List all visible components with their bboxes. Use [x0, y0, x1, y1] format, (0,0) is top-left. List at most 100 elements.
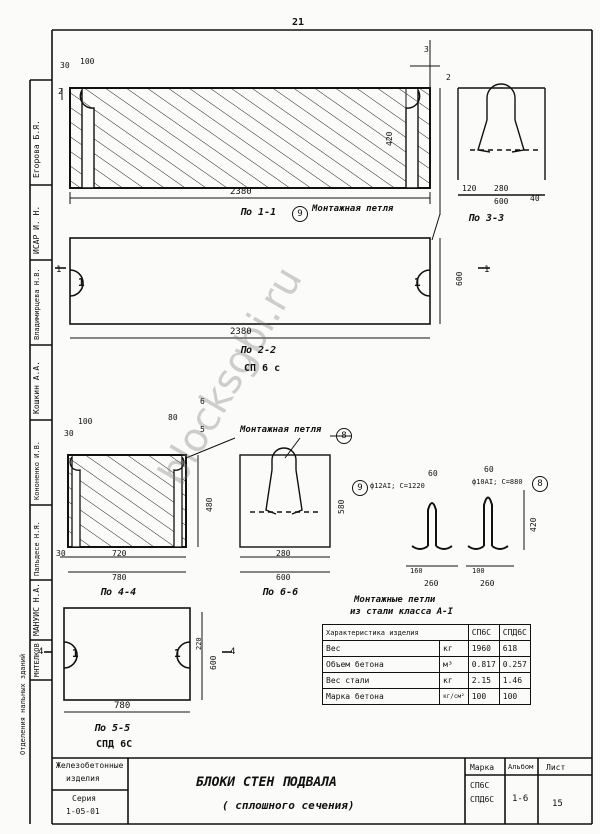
strip-name-9: Отделения нальных зданий — [19, 653, 27, 755]
spec-row-unit: м³ — [439, 656, 469, 673]
dim-280: 280 — [494, 184, 509, 193]
dim-780b: 780 — [114, 701, 131, 711]
series-label: Серия — [72, 794, 97, 803]
spec-row-v2: 0.257 — [498, 656, 531, 673]
dim-100c: 100 — [78, 417, 93, 426]
dim-30: 30 — [60, 61, 70, 70]
cut-mark-2b: 2 — [446, 73, 451, 82]
spec-row: Марка бетона кг/см² 100 100 — [322, 688, 531, 705]
org-line-1: Железобетонные — [56, 761, 124, 770]
dim-160: 160 — [410, 567, 423, 575]
spec-row: Объем бетона м³ 0.817 0.257 — [322, 656, 531, 673]
drawing-title: БЛОКИ СТЕН ПОДВАЛА — [196, 775, 337, 790]
cut-mark-1-right: 1 — [484, 265, 490, 275]
dim-600d: 600 — [209, 655, 218, 670]
strip-name-5: Кононенко И.В. — [33, 440, 41, 500]
spec-row-unit: кг — [439, 640, 469, 657]
block-number-55-left: 1 — [72, 647, 79, 660]
spec-row-unit: кг — [439, 672, 469, 689]
dim-720: 720 — [112, 549, 127, 558]
loop-ref-9b: 9 — [352, 480, 368, 496]
spec-row-name: Вес — [322, 640, 440, 657]
mark-spds: СПД 6С — [96, 739, 133, 750]
dim-120: 120 — [462, 184, 477, 193]
spec-row-v2: 1.46 — [498, 672, 531, 689]
org-line-2: изделия — [66, 774, 100, 783]
album-header: Альбом — [508, 763, 534, 771]
cut-mark-2: 2 — [58, 87, 63, 96]
spec-header-name: Характеристика изделия — [322, 624, 469, 641]
dim-420: 420 — [385, 131, 394, 146]
loops-caption-1: Монтажные петли — [354, 595, 436, 605]
dim-60: 60 — [428, 469, 438, 478]
series-value: 1-05-01 — [66, 807, 100, 816]
spec-row-v2: 100 — [498, 688, 531, 705]
section-label-5-5: По 5-5 — [94, 723, 131, 734]
mark-1: СП6С — [470, 781, 490, 790]
dim-60b: 60 — [484, 465, 494, 474]
album-value: 1-6 — [512, 794, 529, 804]
spec-header-row: Характеристика изделия СП6С СПД6С — [322, 624, 531, 641]
loop-ref-8: 8 — [336, 428, 352, 444]
cut-mark-3: 3 — [424, 45, 429, 54]
dim-280b: 280 — [276, 549, 291, 558]
page-number: 21 — [292, 17, 305, 28]
block-number-left: 1 — [78, 276, 85, 289]
cut-mark-6: 6 — [200, 397, 205, 406]
spec-row: Вес кг 1960 618 — [322, 640, 531, 657]
dim-580: 580 — [337, 499, 346, 514]
spec-header-col1: СП6С — [467, 624, 500, 641]
spec-row-v1: 1960 — [467, 640, 500, 657]
strip-name-6: Пальдесе Н.Я. — [33, 521, 41, 576]
strip-name-3: Владимирцева Н.В. — [33, 268, 41, 340]
dim-600c: 600 — [276, 573, 291, 582]
strip-name-4: Кошкин А.А. — [32, 361, 41, 414]
block-number-55-right: 1 — [174, 647, 181, 660]
section-label-4-4: По 4-4 — [100, 587, 137, 598]
spec-row-v1: 0.817 — [467, 656, 500, 673]
spec-row-name: Вес стали — [322, 672, 440, 689]
dim-2380b: 2380 — [230, 327, 252, 337]
dim-600b: 600 — [455, 271, 464, 286]
spec-row-name: Марка бетона — [322, 688, 440, 705]
spec-row: Вес стали кг 2.15 1.46 — [322, 672, 531, 689]
loop9-spec: ф12АI; С=1220 — [370, 482, 425, 490]
mark-spbs: СП 6 с — [244, 363, 281, 374]
dim-30b: 30 — [64, 429, 74, 438]
mark-header: Марка — [470, 763, 495, 772]
dim-100: 100 — [80, 57, 95, 66]
spec-row-unit: кг/см² — [439, 688, 469, 705]
cut-mark-5: 5 — [200, 425, 205, 434]
section-label-1-1: По 1-1 — [240, 207, 277, 218]
dim-780: 780 — [112, 573, 127, 582]
dim-40: 40 — [530, 194, 540, 203]
dim-100d: 100 — [472, 567, 485, 575]
sheet-header: Лист — [546, 763, 566, 772]
dim-30c: 30 — [56, 549, 66, 558]
section-label-3-3: По 3-3 — [468, 213, 505, 224]
cut-mark-1-left: 1 — [56, 265, 62, 275]
cut-mark-4-left: 4 — [38, 647, 44, 657]
dim-480: 480 — [205, 497, 214, 512]
spec-row-v1: 100 — [467, 688, 500, 705]
dim-80: 80 — [168, 413, 178, 422]
strip-name-2: ИСАР И. Н. — [32, 205, 41, 254]
dim-2380: 2380 — [230, 187, 252, 197]
section-label-2-2: По 2-2 — [240, 345, 277, 356]
mounting-loop-label-mid: Монтажная петля — [240, 425, 322, 435]
loop8-spec: ф10АI; С=880 — [472, 478, 523, 486]
dim-260b: 260 — [480, 579, 495, 588]
mark-2: СПД6С — [470, 795, 495, 804]
dim-420b: 420 — [529, 517, 538, 532]
spec-row-v2: 618 — [498, 640, 531, 657]
spec-table: Характеристика изделия СП6С СПД6С Вес кг… — [322, 624, 531, 705]
loop-ref-9: 9 — [292, 206, 308, 222]
drawing-subtitle: ( сплошного сечения) — [222, 799, 355, 812]
spec-row-name: Объем бетона — [322, 656, 440, 673]
section-label-6-6: По 6-6 — [262, 587, 299, 598]
block-number-right: 1 — [414, 276, 421, 289]
spec-header-col2: СПД6С — [498, 624, 531, 641]
loops-caption-2: из стали класса А-I — [350, 607, 453, 617]
